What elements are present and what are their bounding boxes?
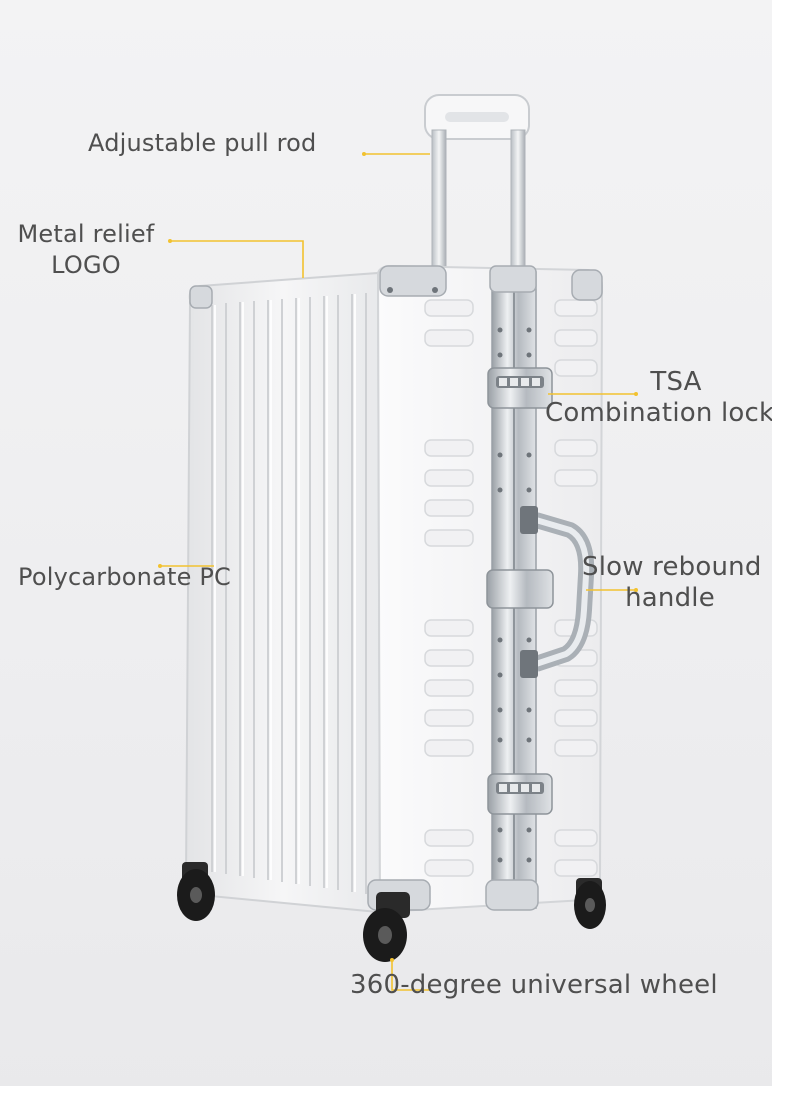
callout-rebound-handle-line2: handle [625, 583, 715, 613]
right-margin [772, 0, 789, 1105]
spinner-wheels [177, 862, 606, 962]
callout-rebound-handle-line1: Slow rebound [582, 552, 762, 582]
side-handle [486, 506, 595, 678]
callout-tsa-lock: TSA Combination lock [545, 367, 775, 429]
callout-tsa-lock-line2: Combination lock [545, 398, 775, 428]
callout-universal-wheel: 360-degree universal wheel [350, 970, 718, 1000]
bottom-margin [0, 1086, 789, 1105]
callout-rebound-handle: Slow rebound handle [582, 552, 762, 614]
tsa-lock-bottom [487, 773, 553, 815]
callout-metal-logo-line1: Metal relief [17, 220, 155, 248]
callout-tsa-lock-line1: TSA [650, 367, 702, 397]
callout-lines [158, 152, 638, 991]
tsa-lock-top [487, 367, 553, 409]
callout-metal-logo-line2: LOGO [51, 251, 121, 279]
pull-rod [424, 94, 530, 276]
callout-polycarbonate: Polycarbonate PC [18, 563, 232, 591]
callout-pull-rod: Adjustable pull rod [88, 129, 317, 157]
callout-metal-logo: Metal relief LOGO [8, 219, 164, 281]
